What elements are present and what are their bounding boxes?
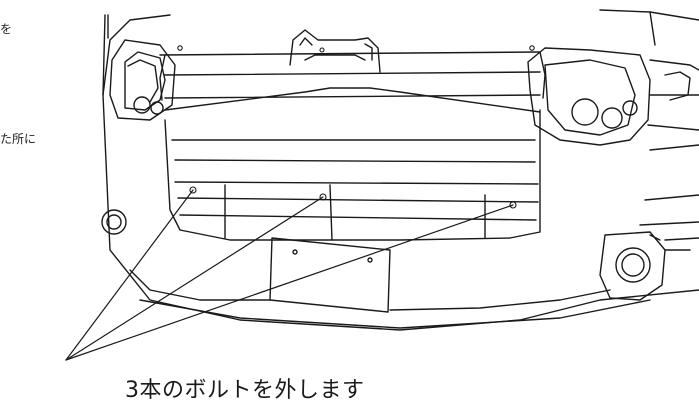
caption: 3本のボルトを外します [125,378,365,403]
bolt-center [320,194,326,200]
bolt-right [510,202,516,208]
mounting-holes [178,46,534,52]
leader-line-left [66,190,193,360]
license-plate-bracket [270,238,390,312]
left-headlight [110,40,175,120]
leader-line-center [66,197,323,360]
right-fog-lamp [600,232,690,300]
bolt-left [190,187,196,193]
leader-lines [66,190,513,360]
text-fragment-mid: た所に [0,132,37,146]
text-fragment-top: を [0,22,13,36]
bolts [190,187,516,208]
left-fog-lamp [102,210,126,234]
leader-line-right [66,205,513,360]
hood-latch [290,30,380,72]
lower-bumper-lip [130,270,650,328]
right-side-panel [640,145,699,240]
lower-grille-insert [165,110,540,240]
vehicle-body-outline [103,10,699,330]
right-headlight [528,48,699,145]
upper-grille-bar [160,52,545,112]
